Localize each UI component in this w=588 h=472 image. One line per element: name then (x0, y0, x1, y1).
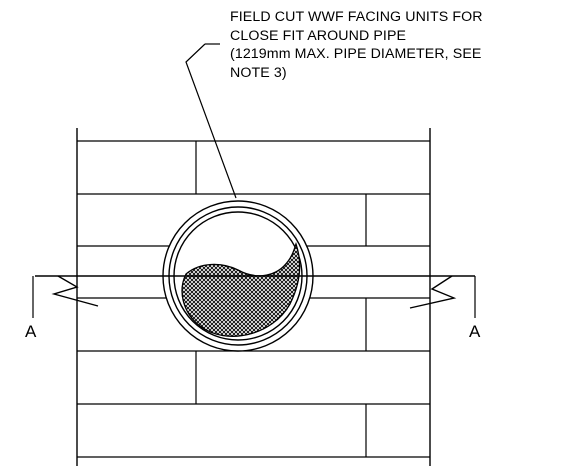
facing-unit-joints (195, 141, 367, 457)
section-cut-line (32, 275, 476, 318)
section-label-left: A (25, 322, 37, 341)
callout-line-3: (1219mm MAX. PIPE DIAMETER, SEE (230, 46, 482, 62)
section-label-right: A (469, 322, 481, 341)
callout-line-2: CLOSE FIT AROUND PIPE (230, 27, 407, 44)
callout-line-4: NOTE 3) (230, 64, 287, 81)
callout-line-1: FIELD CUT WWF FACING UNITS FOR (230, 9, 483, 25)
callout-note: FIELD CUT WWF FACING UNITS FOR CLOSE FIT… (230, 8, 586, 82)
pipe-fill-hatch (181, 241, 301, 337)
callout-leader (185, 43, 237, 199)
